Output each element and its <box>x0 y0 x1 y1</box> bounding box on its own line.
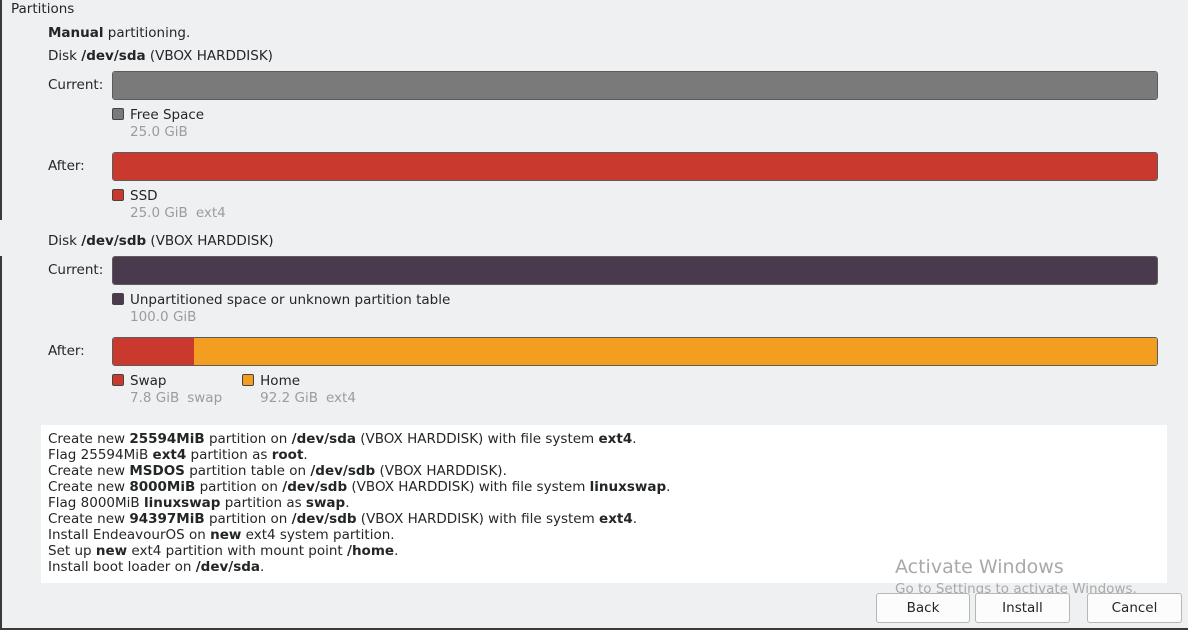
partition-filesystem: ext4 <box>325 390 356 406</box>
partition-segment <box>113 257 1157 284</box>
watermark-title: Activate Windows <box>895 556 1064 578</box>
partition-segment <box>113 338 195 365</box>
mode-suffix: partitioning. <box>103 25 191 41</box>
disk-prefix: Disk <box>48 48 82 64</box>
legend-swatch <box>112 189 124 201</box>
summary-line: Install boot loader on /dev/sda. <box>48 559 265 575</box>
partition-name: Swap <box>130 373 167 389</box>
partition-name: Free Space <box>130 107 205 123</box>
summary-line: Create new 25594MiB partition on /dev/sd… <box>48 431 637 447</box>
sdb-after-bar <box>112 337 1158 366</box>
summary-line: Create new MSDOS partition table on /dev… <box>48 463 507 479</box>
disk-device: /dev/sdb <box>81 233 147 249</box>
window-edge-bottom <box>0 628 1188 630</box>
summary-line: Install EndeavourOS on new ext4 system p… <box>48 527 395 543</box>
operations-summary: Create new 25594MiB partition on /dev/sd… <box>41 425 1167 583</box>
window-edge-left <box>0 0 2 220</box>
summary-line: Set up new ext4 partition with mount poi… <box>48 543 399 559</box>
window-edge-left-lower <box>0 256 2 630</box>
partitioning-mode: Manual partitioning. <box>48 25 190 41</box>
back-button[interactable]: Back <box>876 593 970 623</box>
cancel-button[interactable]: Cancel <box>1087 593 1182 623</box>
sdb-current-bar <box>112 256 1158 285</box>
sda-after-bar <box>112 152 1158 181</box>
legend-swatch <box>112 374 124 386</box>
partition-segment <box>113 72 1157 99</box>
sdb-current-legend: Unpartitioned space or unknown partition… <box>112 292 450 325</box>
install-button[interactable]: Install <box>975 593 1070 623</box>
legend-swatch <box>112 108 124 120</box>
sdb-current-label: Current: <box>48 262 104 278</box>
partition-size: 100.0 GiB <box>130 309 197 325</box>
partition-filesystem: swap <box>187 390 223 406</box>
legend-swatch <box>112 293 124 305</box>
summary-line: Flag 8000MiB linuxswap partition as swap… <box>48 495 350 511</box>
partition-size: 25.0 GiB <box>130 205 188 221</box>
partition-segment <box>194 338 1157 365</box>
disk-device: /dev/sda <box>81 48 146 64</box>
legend-swatch <box>242 374 255 386</box>
partition-name: SSD <box>130 188 158 204</box>
disk-title-sdb: Disk /dev/sdb (VBOX HARDDISK) <box>48 233 274 249</box>
disk-model: (VBOX HARDDISK) <box>145 48 273 64</box>
summary-line: Create new 94397MiB partition on /dev/sd… <box>48 511 638 527</box>
partition-size: 25.0 GiB <box>130 124 188 140</box>
sda-current-label: Current: <box>48 77 104 93</box>
sda-after-label: After: <box>48 158 85 174</box>
summary-line: Create new 8000MiB partition on /dev/sdb… <box>48 479 671 495</box>
summary-line: Flag 25594MiB ext4 partition as root. <box>48 447 308 463</box>
partition-segment <box>113 153 1157 180</box>
sda-current-bar <box>112 71 1158 100</box>
partition-filesystem: ext4 <box>195 205 226 221</box>
partition-size: 92.2 GiB <box>260 390 318 406</box>
partition-name: Unpartitioned space or unknown partition… <box>130 292 451 308</box>
disk-prefix: Disk <box>48 233 82 249</box>
page-title: Partitions <box>11 1 75 17</box>
disk-title-sda: Disk /dev/sda (VBOX HARDDISK) <box>48 48 273 64</box>
partition-size: 7.8 GiB <box>130 390 180 406</box>
partition-name: Home <box>260 373 301 389</box>
sdb-after-label: After: <box>48 343 85 359</box>
legend-item: Unpartitioned space or unknown partition… <box>112 292 450 325</box>
disk-model: (VBOX HARDDISK) <box>146 233 274 249</box>
activate-windows-watermark: Activate Windows Go to Settings to activ… <box>895 556 1137 597</box>
mode-name: Manual <box>48 25 104 41</box>
